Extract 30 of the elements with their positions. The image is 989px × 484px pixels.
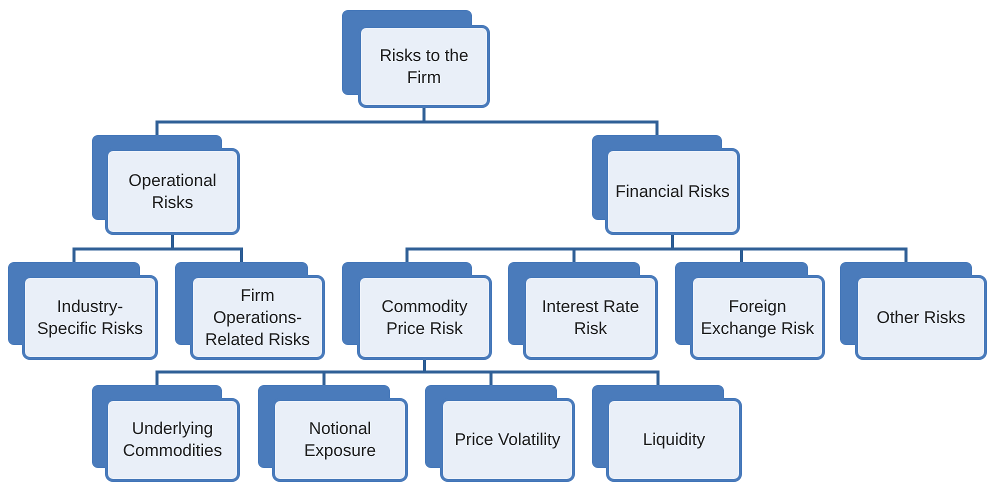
connector-line <box>422 108 658 135</box>
node-card <box>8 262 158 360</box>
connector-line <box>671 235 908 262</box>
node-card <box>92 135 240 235</box>
node-label: Financial Risks <box>615 180 730 202</box>
node-card <box>175 262 325 360</box>
node-label: Operational Risks <box>128 170 218 214</box>
connector-line <box>423 360 660 385</box>
node-label: Price Volatility <box>454 429 560 451</box>
node-label: Notional Exposure <box>303 418 377 462</box>
node-label: Interest Rate Risk <box>540 296 640 340</box>
node-card <box>592 135 740 235</box>
node-label: Firm Operations-Related Risks <box>204 284 311 350</box>
node-card <box>592 385 742 482</box>
node-label: Underlying Commodities <box>122 418 224 462</box>
node-label: Foreign Exchange Risk <box>700 296 816 340</box>
node-card <box>342 10 490 108</box>
node-card <box>342 262 492 360</box>
node-label: Industry-Specific Risks <box>36 296 144 340</box>
node-card <box>675 262 825 360</box>
node-card <box>92 385 240 482</box>
node-card <box>258 385 408 482</box>
node-card <box>425 385 575 482</box>
node-label: Other Risks <box>876 306 966 328</box>
node-label: Liquidity <box>642 429 706 451</box>
node-card <box>508 262 658 360</box>
node-card <box>840 262 987 360</box>
connector-line <box>171 235 243 262</box>
node-label: Risks to the Firm <box>378 44 470 88</box>
node-label: Commodity Price Risk <box>380 296 468 340</box>
